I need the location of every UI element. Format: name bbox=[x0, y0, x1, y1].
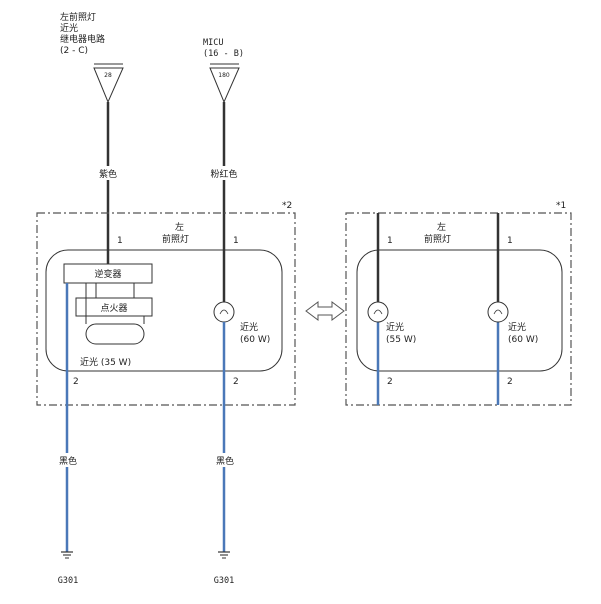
panel-right-border bbox=[345, 212, 572, 406]
left-source-line-4: (2 - C) bbox=[60, 46, 88, 56]
wire-color-black-left: 黑色 bbox=[59, 455, 77, 467]
panel-left-pin-top-right: 1 bbox=[233, 236, 239, 246]
left-source-line-1: 左前照灯 bbox=[60, 11, 96, 23]
hid-lamp-label: 近光 (35 W) bbox=[80, 356, 131, 368]
left-source-line-2: 近光 bbox=[60, 22, 78, 34]
wire-color-purple: 紫色 bbox=[99, 168, 117, 180]
left-source-label: 左前照灯 近光 继电器电路 (2 - C) bbox=[60, 11, 105, 56]
right-source-pin: 180 bbox=[218, 72, 230, 79]
panel-left-marker: *2 bbox=[282, 201, 292, 211]
ground-icon-left bbox=[61, 551, 73, 559]
wire-color-pink: 粉红色 bbox=[210, 168, 237, 180]
panel-right: *1 左 前照灯 1 1 近光 (55 W) 近光 (60 W) 2 2 bbox=[345, 201, 572, 406]
right-source-line-1: MICU bbox=[203, 38, 223, 48]
panel-right-bulb-left-line-2: (55 W) bbox=[386, 335, 416, 345]
panel-left-pin-top-left: 1 bbox=[117, 236, 123, 246]
panel-right-connector-line-2: 前照灯 bbox=[424, 233, 451, 245]
bulb-icon bbox=[367, 301, 389, 323]
panel-left-pin-bot-right: 2 bbox=[233, 377, 239, 387]
headlight-housing-right bbox=[356, 249, 563, 372]
left-source-line-3: 继电器电路 bbox=[60, 33, 105, 45]
panel-left-pin-bot-left: 2 bbox=[73, 377, 79, 387]
panel-right-pin-top-right: 1 bbox=[507, 236, 513, 246]
converter-box bbox=[63, 263, 153, 284]
igniter-label: 点火器 bbox=[100, 303, 127, 314]
double-arrow-icon bbox=[305, 301, 345, 321]
panel-left-bulb-line-1: 近光 bbox=[240, 321, 258, 333]
right-source-connector: 180 bbox=[209, 63, 240, 104]
bulb-icon bbox=[487, 301, 509, 323]
panel-right-pin-top-left: 1 bbox=[387, 236, 393, 246]
bulb-icon bbox=[213, 301, 235, 323]
ground-label-left: G301 bbox=[58, 576, 78, 586]
wire-color-black-right: 黑色 bbox=[216, 455, 234, 467]
panel-right-connector-line-1: 左 bbox=[437, 221, 446, 233]
panel-right-bulb-right-line-2: (60 W) bbox=[508, 335, 538, 345]
hid-lamp bbox=[85, 323, 145, 345]
right-source-line-2: (16 - B) bbox=[203, 49, 244, 59]
panel-left-connector-line-1: 左 bbox=[175, 221, 184, 233]
ground-label-right: G301 bbox=[214, 576, 234, 586]
headlight-housing-left bbox=[45, 249, 283, 372]
panel-right-bulb-right-line-1: 近光 bbox=[508, 321, 526, 333]
panel-right-marker: *1 bbox=[556, 201, 566, 211]
panel-right-pin-bot-left: 2 bbox=[387, 377, 393, 387]
panel-right-bulb-left-line-1: 近光 bbox=[386, 321, 404, 333]
panel-left-border bbox=[36, 212, 296, 406]
right-source-label: MICU (16 - B) bbox=[203, 38, 244, 59]
igniter-box bbox=[75, 297, 153, 317]
left-source-connector: 28 bbox=[93, 63, 124, 104]
ground-icon-right bbox=[218, 551, 230, 559]
panel-left-bulb-line-2: (60 W) bbox=[240, 335, 270, 345]
panel-right-pin-bot-right: 2 bbox=[507, 377, 513, 387]
panel-left-connector-line-2: 前照灯 bbox=[162, 233, 189, 245]
panel-left: *2 左 前照灯 1 1 逆变器 点火器 近光 (35 W) 近光 (60 W)… bbox=[36, 201, 296, 406]
left-source-pin: 28 bbox=[104, 72, 112, 79]
converter-label: 逆变器 bbox=[94, 268, 121, 280]
